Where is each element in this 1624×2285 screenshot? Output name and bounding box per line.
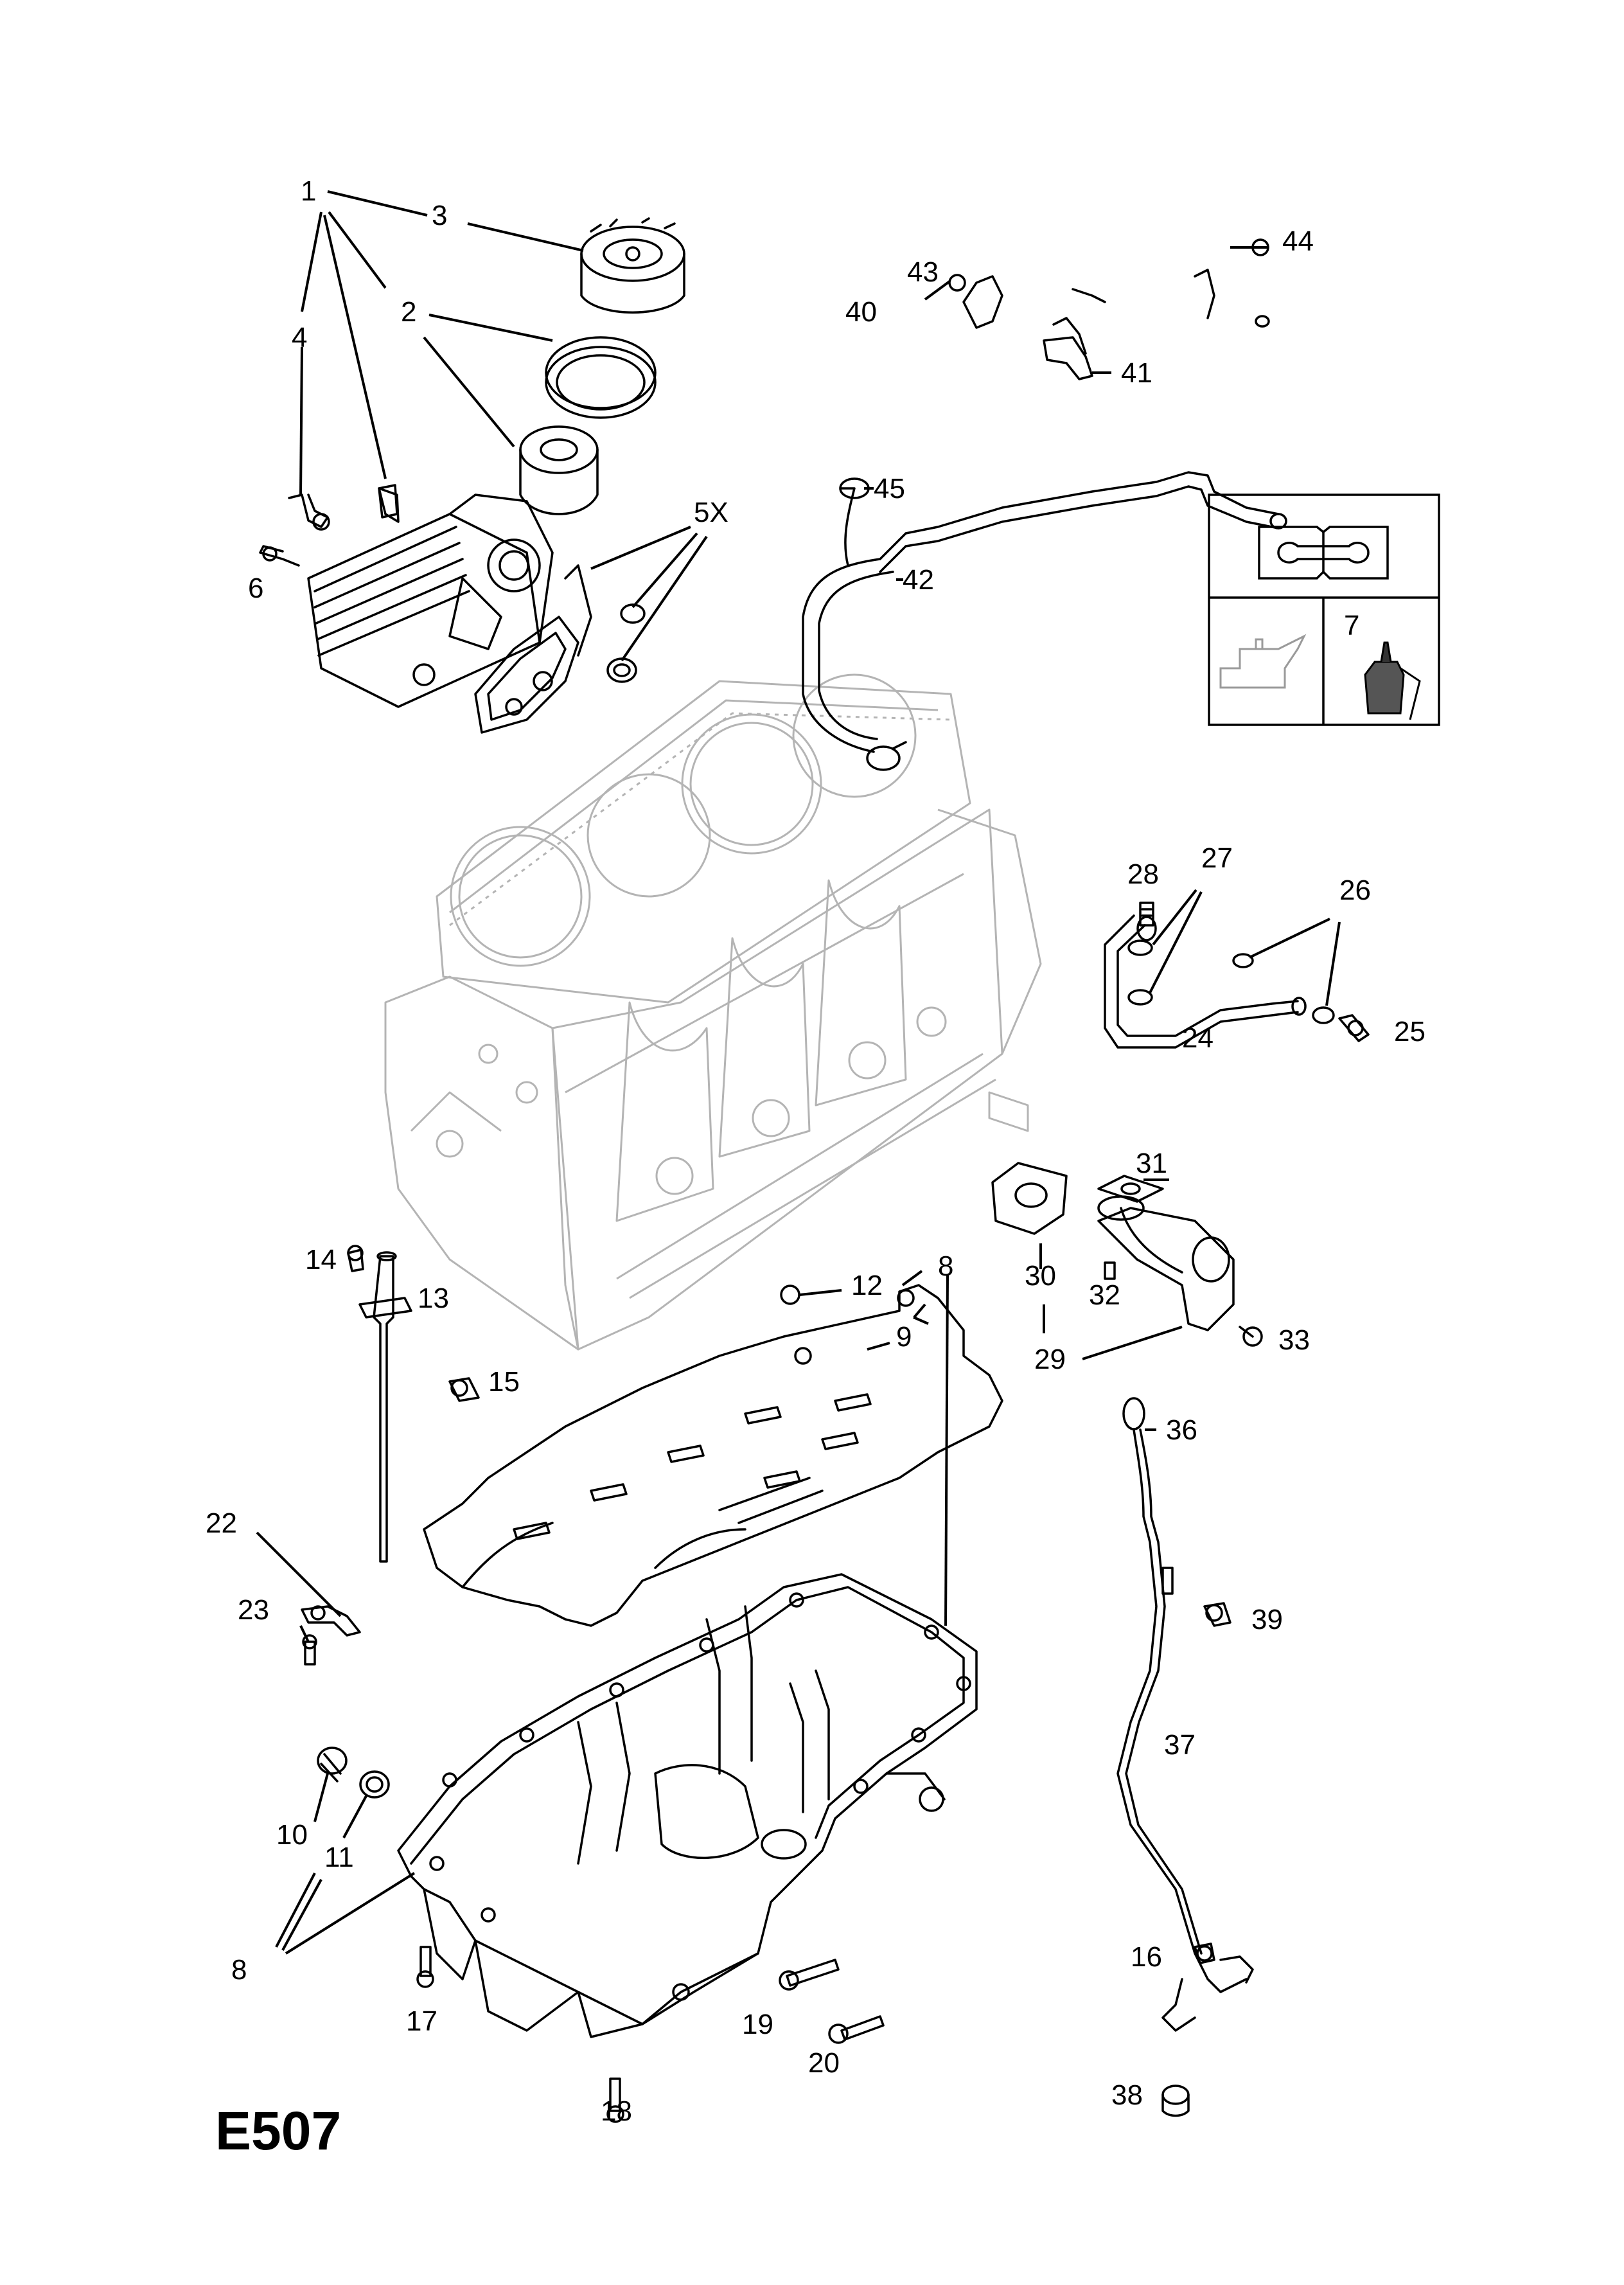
callout-23: 23 xyxy=(238,1594,269,1626)
callout-37: 37 xyxy=(1164,1729,1196,1761)
oil-return-flange xyxy=(991,1162,1068,1235)
bolt-18 xyxy=(606,2077,624,2123)
gasket-31 xyxy=(1097,1175,1164,1203)
callout-43: 43 xyxy=(907,256,939,288)
repair-manual-icon xyxy=(1258,526,1389,580)
leader-lines xyxy=(256,190,1341,1955)
callout-11: 11 xyxy=(324,1842,354,1873)
bolt-16 xyxy=(1194,1943,1215,1964)
callout-29: 29 xyxy=(1034,1344,1066,1375)
cooler-bolt xyxy=(259,545,300,567)
bolt-15 xyxy=(448,1377,480,1402)
callout-40: 40 xyxy=(845,296,877,328)
callout-41: 41 xyxy=(1121,357,1152,389)
bolt-39 xyxy=(1203,1602,1231,1627)
callout-24: 24 xyxy=(1182,1022,1214,1054)
callout-38: 38 xyxy=(1111,2079,1143,2111)
hose-clip-42 xyxy=(866,741,907,771)
diagram-code: E507 xyxy=(215,2101,341,2161)
oil-return-pipe xyxy=(1097,1195,1235,1331)
oil-feed-pipe xyxy=(1104,914,1307,1049)
dipstick-tube xyxy=(358,1251,412,1563)
callout-18: 18 xyxy=(601,2095,632,2127)
coolant-pipe xyxy=(802,269,1287,753)
callout-30: 30 xyxy=(1025,1260,1056,1292)
bolt-14 xyxy=(347,1245,364,1272)
pipe-bracket xyxy=(1043,336,1093,380)
oil-cooler-housing xyxy=(307,487,554,708)
seal-ring xyxy=(545,336,657,419)
callout-2: 2 xyxy=(401,296,416,328)
drain-plug-10 xyxy=(317,1747,348,1783)
callout-8b: 8 xyxy=(231,1954,247,1986)
sealing-washers-27 xyxy=(1127,939,1153,1006)
callout-26: 26 xyxy=(1339,875,1371,906)
oil-pan xyxy=(397,1573,978,2038)
oil-cooler-gaskets xyxy=(474,564,646,734)
callout-15: 15 xyxy=(488,1366,520,1398)
callout-27: 27 xyxy=(1201,842,1233,874)
callout-1: 1 xyxy=(301,175,316,207)
callout-45: 45 xyxy=(874,473,905,504)
bolt-23 xyxy=(302,1634,317,1666)
dipstick xyxy=(1116,1397,1254,2032)
callout-25: 25 xyxy=(1394,1016,1425,1047)
bolt-19 xyxy=(779,1959,840,1991)
callout-13: 13 xyxy=(418,1283,449,1314)
callout-32: 32 xyxy=(1089,1279,1120,1311)
plug-38 xyxy=(1161,2085,1190,2117)
nut-43 xyxy=(948,274,966,292)
callout-7: 7 xyxy=(1344,610,1359,641)
sealing-washers-26 xyxy=(1232,953,1335,1024)
sensor-bracket-22 xyxy=(301,1605,361,1637)
callout-20: 20 xyxy=(808,2047,840,2079)
callout-33: 33 xyxy=(1278,1324,1310,1356)
callout-36: 36 xyxy=(1166,1414,1197,1446)
callout-44: 44 xyxy=(1282,226,1314,257)
callout-9: 9 xyxy=(896,1321,912,1353)
oil-can-icon xyxy=(1219,634,1307,689)
bolt-33 xyxy=(1239,1326,1263,1347)
bolt-32 xyxy=(1104,1261,1116,1280)
callout-39: 39 xyxy=(1251,1604,1283,1635)
bolt-12 xyxy=(780,1285,800,1305)
union-bolt-25 xyxy=(1338,1014,1370,1042)
bolt-20 xyxy=(828,2015,885,2044)
callout-42: 42 xyxy=(903,564,934,596)
sealant-tube-icon xyxy=(1364,641,1421,720)
callout-22: 22 xyxy=(206,1507,237,1539)
callout-10: 10 xyxy=(276,1819,308,1851)
oil-filter-cap xyxy=(580,217,685,314)
callout-5x: 5X xyxy=(694,497,728,528)
union-bolt-28 xyxy=(1139,902,1154,927)
callout-28: 28 xyxy=(1127,858,1159,890)
oil-filter-element xyxy=(519,425,599,515)
callout-16: 16 xyxy=(1131,1941,1162,1973)
callout-8a: 8 xyxy=(938,1250,953,1282)
cooler-pipe-stub xyxy=(378,484,398,519)
callout-14: 14 xyxy=(305,1244,337,1276)
callout-12: 12 xyxy=(851,1270,883,1301)
callout-19: 19 xyxy=(742,2009,773,2040)
baffle-plate xyxy=(423,1284,1003,1627)
bolt-17 xyxy=(416,1946,434,1988)
symbol-legend xyxy=(1208,493,1440,726)
callout-6: 6 xyxy=(248,573,263,604)
drain-seal-11 xyxy=(359,1770,390,1799)
callout-31: 31 xyxy=(1136,1148,1167,1179)
callout-labels: 1 3 2 4 5X 6 7 40 43 44 41 45 42 28 27 2… xyxy=(206,175,1425,2127)
cooler-union-bolt xyxy=(288,493,330,531)
callout-3: 3 xyxy=(432,200,447,231)
engine-block xyxy=(384,673,1042,1351)
callout-4: 4 xyxy=(292,322,307,353)
callout-17: 17 xyxy=(406,2005,437,2037)
